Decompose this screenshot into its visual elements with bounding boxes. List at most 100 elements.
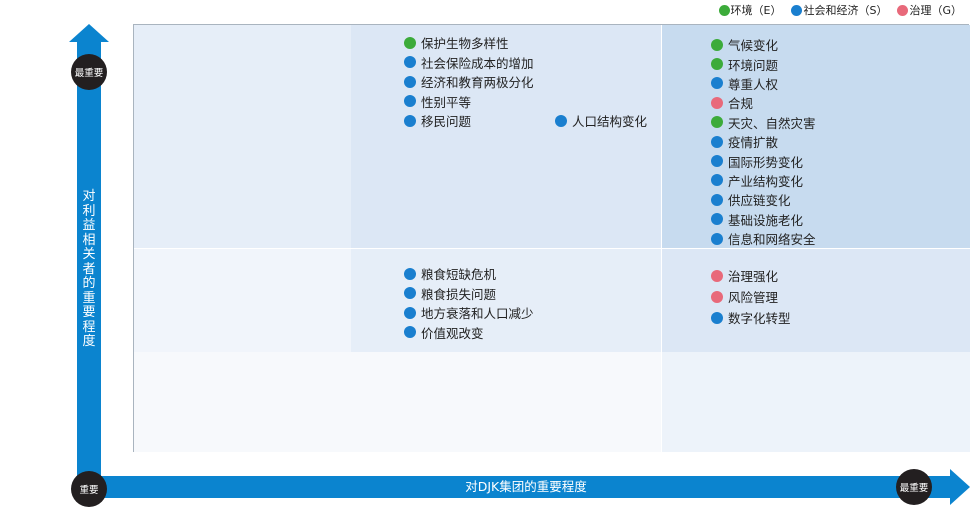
issue-item: 产业结构变化: [711, 171, 816, 190]
issue-item: 国际形势变化: [711, 151, 816, 170]
category-dot-icon: [711, 269, 723, 282]
issue-label: 价值观改变: [421, 325, 484, 341]
issue-label: 社会保险成本的增加: [421, 55, 534, 71]
category-dot-icon: [404, 36, 416, 49]
issue-item: 保护生物多样性: [404, 33, 534, 53]
legend-label: 治理（G）: [909, 4, 962, 17]
zone-mid-mid: [351, 248, 661, 352]
issue-item: 地方衰落和人口减少: [404, 303, 534, 323]
issue-list: 粮食短缺危机粮食损失问题地方衰落和人口减少价值观改变: [404, 264, 534, 342]
issue-item: 疫情扩散: [711, 132, 816, 151]
category-dot-icon: [404, 326, 416, 339]
issue-label: 环境问题: [728, 57, 779, 73]
legend-item-governance: 治理（G）: [897, 2, 962, 18]
issue-item: 信息和网络安全: [711, 229, 816, 248]
legend-label: 社会和经济（S）: [803, 4, 888, 17]
category-dot-icon: [711, 193, 723, 206]
issue-item: 基础设施老化: [711, 210, 816, 229]
category-dot-icon: [404, 114, 416, 127]
issue-item: 移民问题: [404, 111, 534, 131]
issue-list: 保护生物多样性社会保险成本的增加经济和教育两极分化性别平等移民问题: [404, 33, 534, 131]
issue-item: 天灾、自然灾害: [711, 113, 816, 132]
legend-item-environment: 环境（E）: [718, 2, 782, 18]
category-dot-icon: [404, 56, 416, 69]
issue-label: 尊重人权: [728, 76, 779, 92]
legend-label: 环境（E）: [730, 4, 782, 17]
materiality-matrix: 保护生物多样性社会保险成本的增加经济和教育两极分化性别平等移民问题 人口结构变化…: [133, 24, 970, 452]
zone-top-mid: [351, 25, 661, 248]
zone-mid-right: [661, 248, 970, 352]
y-axis-bar: [77, 40, 101, 484]
green-dot-icon: [718, 4, 730, 16]
issue-label: 经济和教育两极分化: [421, 75, 534, 91]
issue-label: 天灾、自然灾害: [728, 115, 816, 131]
issue-label: 基础设施老化: [728, 212, 804, 228]
issue-item: 环境问题: [711, 54, 816, 73]
blue-dot-icon: [791, 4, 803, 16]
zone-low-right: [661, 352, 970, 452]
category-dot-icon: [711, 290, 723, 303]
legend-item-social: 社会和经济（S）: [791, 2, 887, 18]
issue-item: 经济和教育两极分化: [404, 72, 534, 92]
category-dot-icon: [711, 213, 723, 226]
category-dot-icon: [404, 287, 416, 300]
category-dot-icon: [555, 114, 567, 127]
issue-item: 人口结构变化: [555, 111, 647, 131]
category-dot-icon: [711, 116, 723, 129]
category-dot-icon: [711, 232, 723, 245]
issue-item: 数字化转型: [711, 307, 791, 328]
badge-x-most-important: 最重要: [896, 469, 932, 505]
pink-dot-icon: [897, 4, 909, 16]
badge-origin-important: 重要: [71, 471, 107, 507]
category-dot-icon: [711, 155, 723, 168]
divider-vertical: [661, 25, 662, 452]
issue-label: 粮食短缺危机: [421, 267, 497, 283]
zone-low-left: [134, 352, 661, 452]
issue-label: 国际形势变化: [728, 154, 804, 170]
category-dot-icon: [711, 174, 723, 187]
zone-mid-left: [134, 248, 351, 352]
issue-label: 风险管理: [728, 290, 779, 305]
issue-label: 移民问题: [421, 114, 472, 130]
x-axis-arrow-icon: [950, 469, 970, 505]
issue-item: 价值观改变: [404, 323, 534, 343]
issue-label: 粮食损失问题: [421, 286, 497, 302]
issue-label: 合规: [728, 96, 754, 112]
issue-item: 社会保险成本的增加: [404, 53, 534, 73]
issue-item: 气候变化: [711, 35, 816, 54]
category-dot-icon: [404, 267, 416, 280]
issue-item: 供应链变化: [711, 190, 816, 209]
category-dot-icon: [404, 306, 416, 319]
badge-y-most-important: 最重要: [71, 54, 107, 90]
issue-label: 疫情扩散: [728, 135, 779, 151]
issue-item: 尊重人权: [711, 74, 816, 93]
category-dot-icon: [711, 96, 723, 109]
category-dot-icon: [711, 58, 723, 71]
category-dot-icon: [711, 135, 723, 148]
issue-label: 信息和网络安全: [728, 232, 816, 248]
category-dot-icon: [404, 75, 416, 88]
issue-label: 产业结构变化: [728, 173, 804, 189]
issue-list: 人口结构变化: [555, 111, 647, 131]
x-axis-label: 对DJK集团的重要程度: [465, 479, 587, 494]
issue-label: 性别平等: [421, 94, 472, 110]
issue-label: 保护生物多样性: [421, 36, 509, 52]
issue-list: 治理强化风险管理数字化转型: [711, 265, 791, 328]
issue-item: 风险管理: [711, 286, 791, 307]
y-axis-arrow-icon: [69, 24, 109, 42]
category-dot-icon: [711, 311, 723, 324]
category-dot-icon: [711, 38, 723, 51]
issue-label: 人口结构变化: [572, 114, 648, 130]
issue-item: 粮食短缺危机: [404, 264, 534, 284]
y-axis-label: 对利益相关者的重要程度: [82, 189, 96, 349]
x-axis-bar: [100, 476, 952, 498]
divider-horizontal: [134, 248, 970, 249]
issue-label: 数字化转型: [728, 311, 791, 326]
issue-label: 供应链变化: [728, 193, 791, 209]
category-dot-icon: [711, 77, 723, 90]
issue-item: 合规: [711, 93, 816, 112]
issue-item: 性别平等: [404, 92, 534, 112]
issue-item: 治理强化: [711, 265, 791, 286]
issue-label: 气候变化: [728, 38, 779, 54]
zone-top-left: [134, 25, 351, 248]
